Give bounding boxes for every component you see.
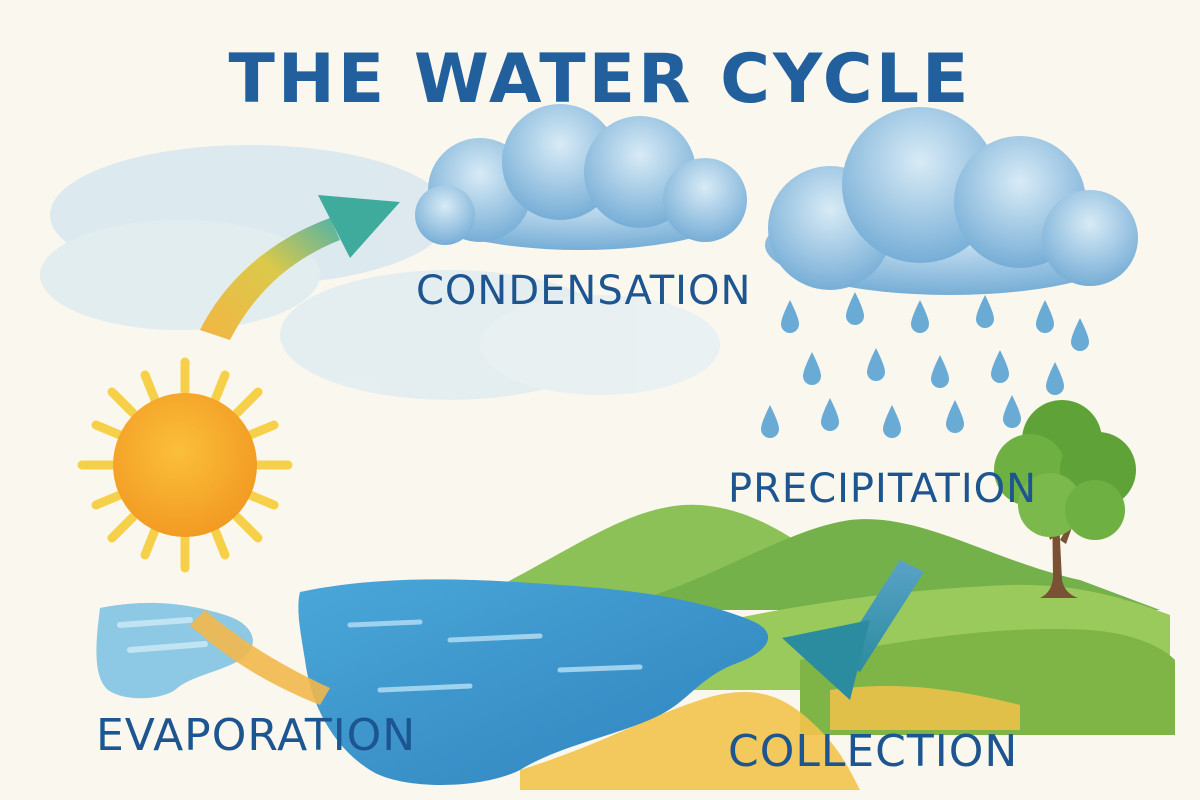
evaporation-arrow-icon (200, 195, 400, 340)
page-title: THE WATER CYCLE (228, 40, 972, 119)
shoreline (520, 691, 860, 790)
condensation-label: CONDENSATION (416, 268, 752, 314)
sun-icon (77, 357, 293, 573)
evaporation-label: EVAPORATION (96, 710, 417, 761)
collection-arrow-icon (782, 560, 924, 700)
tree-icon (994, 400, 1136, 598)
hills (470, 504, 1175, 735)
cloud-icon (415, 104, 747, 250)
rain-cloud-icon (765, 107, 1138, 295)
raindrops-icon (761, 292, 1089, 438)
precipitation-label: PRECIPITATION (728, 466, 1038, 512)
lake (298, 579, 769, 785)
evaporation-arrow-tail (190, 610, 330, 705)
collection-label: COLLECTION (728, 726, 1019, 777)
